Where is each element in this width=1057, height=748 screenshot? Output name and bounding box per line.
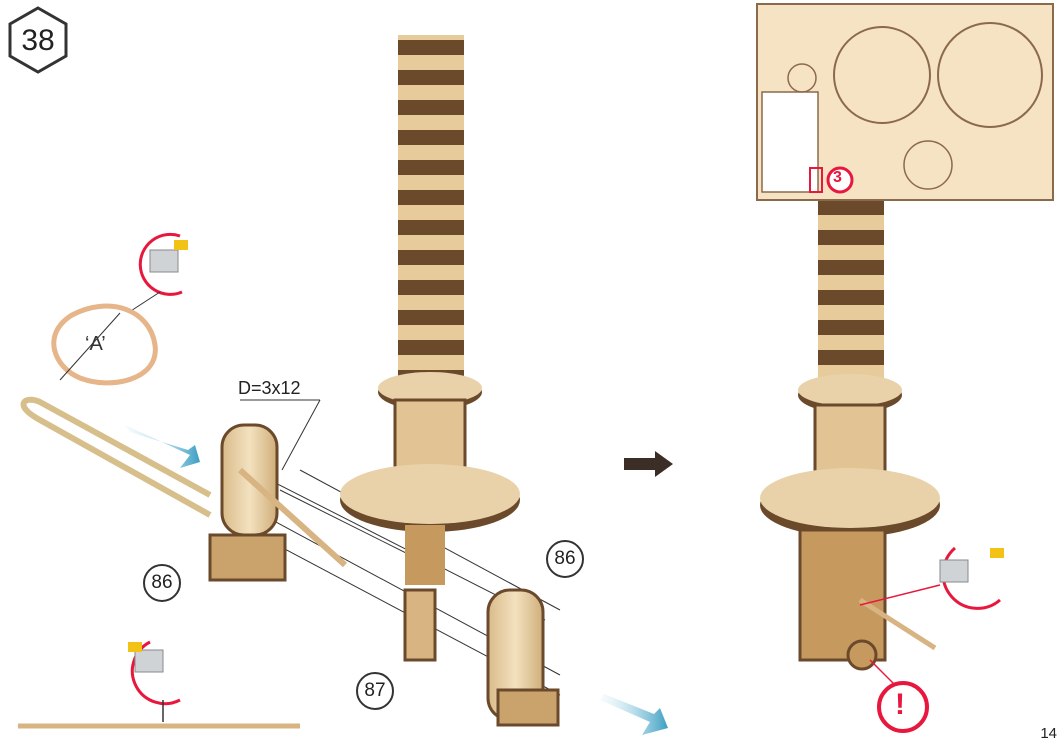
- tower-assembly: [340, 35, 520, 660]
- knife-icon: [128, 642, 180, 722]
- tower-stripe: [398, 160, 464, 175]
- sheet-number: 3: [833, 169, 842, 187]
- tower-stripe: [398, 70, 464, 85]
- tower-stripe: [398, 310, 464, 325]
- tower-assembly-complete: [760, 195, 940, 669]
- part-number: 86: [151, 572, 172, 594]
- tower-stripe: [398, 220, 464, 235]
- part-number: 87: [364, 680, 385, 702]
- arrow-right-icon: [624, 451, 673, 477]
- part-number: 86: [554, 548, 575, 570]
- part-label-86-left: 86: [143, 564, 181, 602]
- tower-stripe: [818, 260, 884, 275]
- tower-stripe: [818, 200, 884, 215]
- band-label: ‘A’: [85, 333, 106, 356]
- tower-stripe: [398, 280, 464, 295]
- part-86-right: [488, 590, 558, 725]
- tower-stripe: [398, 190, 464, 205]
- tower-stripe: [398, 130, 464, 145]
- part-86-left: [210, 425, 345, 580]
- tower-stripe: [818, 350, 884, 365]
- tower-stripe: [818, 290, 884, 305]
- tower-stripe: [818, 230, 884, 245]
- knife-icon: [120, 234, 188, 318]
- tower-stripe: [818, 320, 884, 335]
- warning-mark: !: [895, 688, 905, 722]
- parts-sheet-icon: [757, 4, 1053, 200]
- dowel-label: D=3x12: [238, 378, 301, 399]
- part-label-87: 87: [356, 672, 394, 710]
- step-number: 38: [18, 24, 58, 58]
- tower-stripe: [398, 340, 464, 355]
- tower-stripe: [398, 250, 464, 265]
- tower-stripe: [398, 40, 464, 55]
- part-label-86-right: 86: [546, 540, 584, 578]
- page-number: 14: [1040, 725, 1057, 742]
- tower-stripe: [398, 100, 464, 115]
